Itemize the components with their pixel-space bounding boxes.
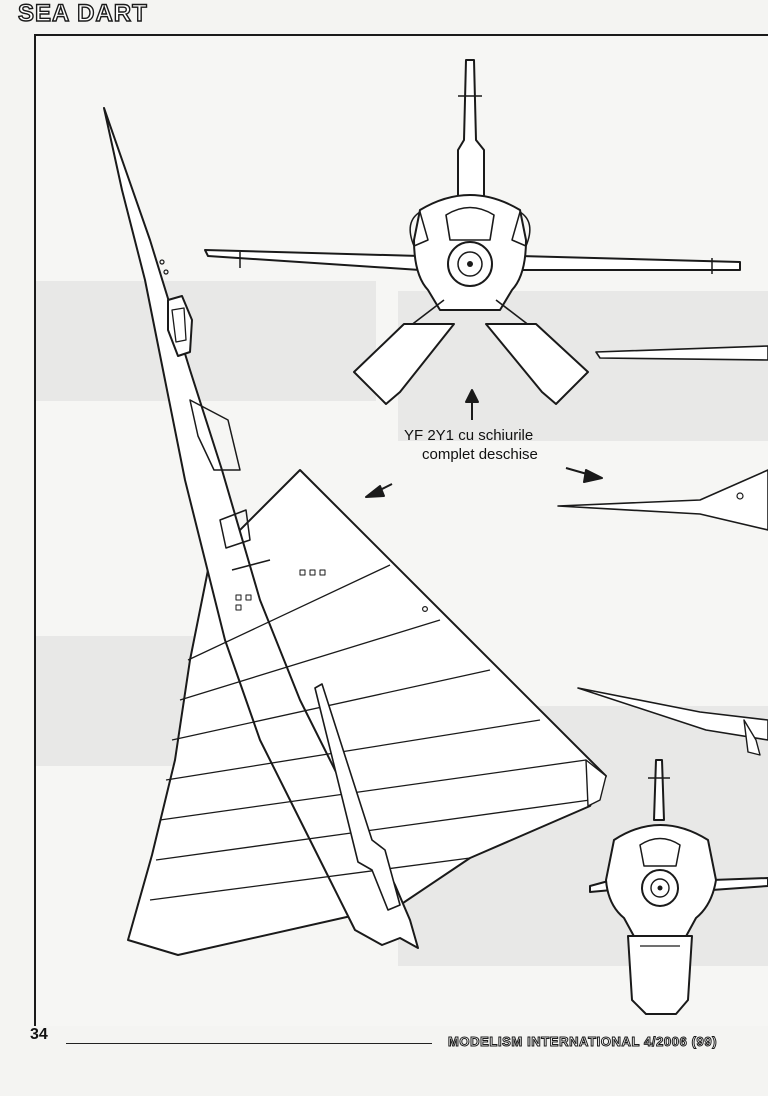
page-header-title: SEA DART (17, 0, 148, 28)
footer-rule (66, 1043, 432, 1044)
caption-line-2: complet deschise (422, 446, 538, 463)
footer-publication-title: MODELISM INTERNATIONAL 4/2006 (99) (447, 1034, 718, 1050)
plan-view-aircraft (103, 107, 607, 956)
arrow-right-icon (565, 467, 603, 483)
edge-view-partial (557, 345, 768, 756)
arrow-up-icon (465, 389, 479, 420)
bleed-through-block (36, 281, 376, 401)
page-number: 34 (30, 1026, 48, 1043)
arrow-left-icon (365, 483, 393, 498)
front-view-skis-extended (204, 59, 741, 405)
figure-caption: YF 2Y1 cu schiurile complet deschise (404, 426, 594, 464)
caption-line-1: YF 2Y1 cu schiurile (404, 427, 534, 444)
bleed-through-block (398, 291, 768, 441)
front-view-skis-retracted (589, 759, 768, 1015)
